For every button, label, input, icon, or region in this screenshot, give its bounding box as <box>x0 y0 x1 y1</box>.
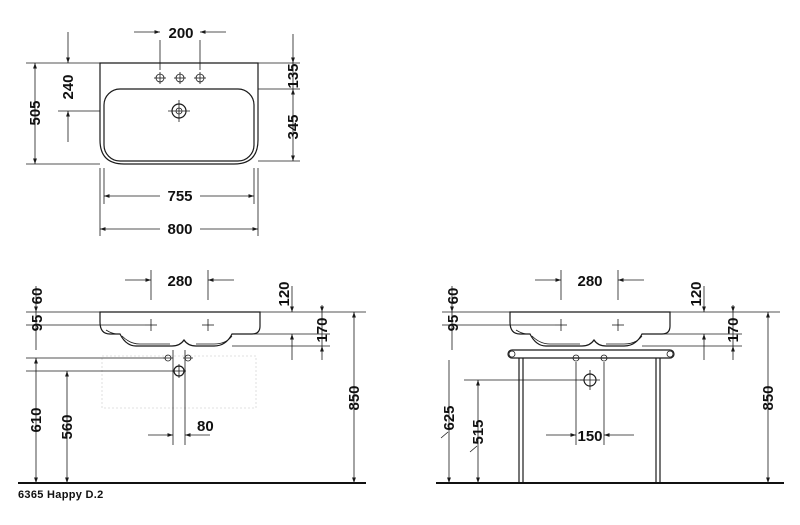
dim-drain-height-right: 625 <box>441 405 458 430</box>
drain-top <box>168 100 190 122</box>
front-view-stand: 280 60 95 120 170 850 625 515 150 <box>436 270 784 484</box>
dim-total-height-left: 850 <box>346 385 363 410</box>
dim-holes-left: 95 <box>29 315 46 332</box>
dim-total-width: 800 <box>167 221 192 238</box>
dim-bowl-height-left: 170 <box>314 317 331 342</box>
dim-drain-height-left: 610 <box>28 407 45 432</box>
dim-trap-offset-left: 80 <box>197 418 214 435</box>
product-caption: 6365 Happy D.2 <box>18 489 104 501</box>
dim-holes-right: 95 <box>445 315 462 332</box>
dim-bowl-depth: 345 <box>285 114 302 139</box>
dim-waste-height-right: 515 <box>470 419 487 444</box>
front-view-wall: 280 60 95 120 170 850 610 560 80 <box>18 270 366 501</box>
dim-faucet-spacing-left: 280 <box>167 273 192 290</box>
bowl-outline-top <box>103 88 255 162</box>
dim-bowl-height-right: 170 <box>725 317 742 342</box>
dim-bowl-width: 755 <box>167 188 192 205</box>
trap-left <box>163 350 193 445</box>
tap-holes-top <box>154 72 206 84</box>
dim-overflow-right: 120 <box>688 281 705 306</box>
faucet-marks-left <box>145 319 214 331</box>
dim-waste-height-left: 560 <box>59 414 76 439</box>
basin-front-left <box>99 311 261 347</box>
dim-rear-to-holes: 135 <box>285 63 302 88</box>
dim-faucet-spacing-right: 280 <box>577 273 602 290</box>
towel-bar <box>507 349 675 359</box>
dim-total-height-right: 850 <box>760 385 777 410</box>
dim-trap-spacing-right: 150 <box>577 428 602 445</box>
dim-faucet-spacing-top: 200 <box>168 25 193 42</box>
basin-outline-top <box>99 62 259 165</box>
dim-total-depth: 505 <box>27 100 44 125</box>
dim-tap-center: 240 <box>60 74 77 99</box>
dim-overflow-left: 120 <box>276 281 293 306</box>
stand-legs <box>518 358 661 483</box>
dim-rim-height-left: 60 <box>29 288 46 305</box>
faucet-marks-right <box>555 319 624 331</box>
trap-right <box>571 354 609 445</box>
basin-front-right <box>509 311 671 347</box>
dim-rim-height-right: 60 <box>445 288 462 305</box>
top-view: 200 505 240 135 345 755 800 <box>26 25 302 238</box>
